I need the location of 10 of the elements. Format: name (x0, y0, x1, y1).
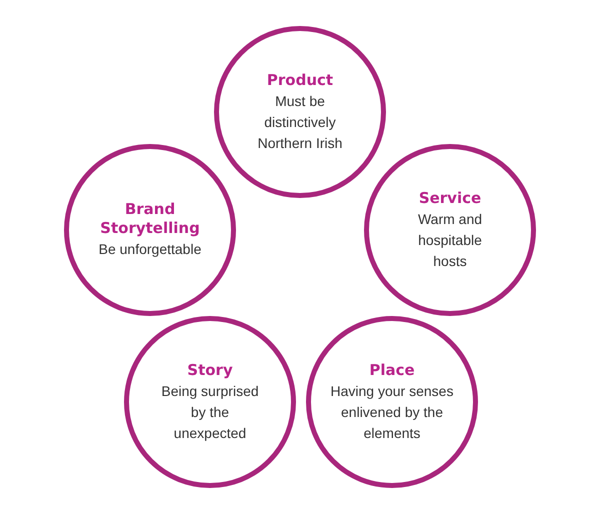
heading: Place (369, 360, 415, 380)
heading: Brand Storytelling (99, 200, 201, 238)
heading: Story (187, 360, 233, 380)
description: Be unforgettable (98, 240, 202, 259)
description: Being surprised by the unexpected (160, 382, 260, 443)
description: Having your senses enlivened by the elements (330, 382, 454, 442)
heading: Service (418, 188, 482, 208)
heading: Product (266, 70, 334, 90)
description: Warm and hospitable hosts (416, 210, 484, 270)
description: Must be distinctively Northern Irish (256, 92, 344, 152)
